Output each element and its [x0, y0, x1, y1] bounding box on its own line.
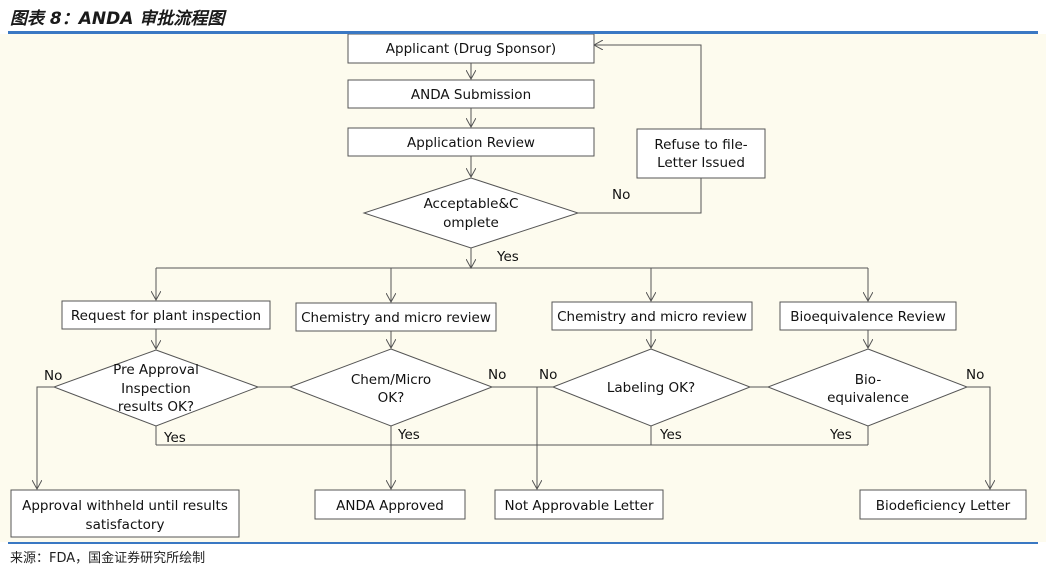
- box-applicant: [347, 34, 595, 64]
- edge-bio-no: [967, 386, 990, 489]
- text-review: Application Review: [407, 135, 535, 151]
- text-biodef: Biodeficiency Letter: [876, 498, 1011, 514]
- flowchart-canvas: Applicant (Drug Sponsor) ANDA Submission…: [0, 34, 1046, 542]
- text-acceptable-line2: omplete: [443, 215, 499, 231]
- connectors: [37, 45, 990, 489]
- box-submission: [347, 79, 595, 109]
- diamond-bioequivalence: [766, 348, 969, 427]
- text-chem2: Chemistry and micro review: [557, 309, 747, 325]
- box-not-approvable: [494, 489, 664, 520]
- text-approved: ANDA Approved: [336, 498, 444, 514]
- text-chemok-line1: Chem/Micro: [351, 372, 431, 388]
- text-bio-line2: equivalence: [827, 390, 909, 406]
- label-yes-bio: Yes: [829, 427, 852, 443]
- text-applicant: Applicant (Drug Sponsor): [386, 41, 556, 57]
- label-no-chem: No: [488, 367, 506, 383]
- box-review: [347, 127, 595, 157]
- text-chem1: Chemistry and micro review: [301, 310, 491, 326]
- text-bioeq: Bioequivalence Review: [790, 309, 946, 325]
- source-note: 来源：FDA，国金证券研究所绘制: [10, 551, 206, 566]
- text-refuse-line1: Refuse to file-: [654, 137, 747, 153]
- top-rule: [8, 31, 1038, 34]
- diamond-labeling: [551, 348, 752, 427]
- text-submission: ANDA Submission: [411, 87, 531, 103]
- text-pre-line1: Pre Approval: [113, 362, 199, 378]
- text-not-approvable: Not Approvable Letter: [504, 498, 653, 514]
- edge-acceptable-refuse: [578, 178, 702, 214]
- text-bio-line1: Bio-: [855, 372, 882, 388]
- box-chem2: [551, 301, 753, 331]
- flowchart-svg: Applicant (Drug Sponsor) ANDA Submission…: [10, 34, 1027, 538]
- text-withheld-line2: satisfactory: [86, 517, 165, 533]
- box-refuse: [636, 128, 766, 179]
- edge-refuse-applicant: [594, 45, 702, 129]
- text-refuse-line2: Letter Issued: [657, 155, 745, 171]
- box-biodef: [859, 489, 1027, 520]
- label-no-refuse: No: [612, 187, 630, 203]
- text-plant: Request for plant inspection: [71, 308, 261, 324]
- box-bioeq: [779, 301, 957, 331]
- box-chem1: [295, 302, 497, 332]
- label-no-pre: No: [44, 368, 62, 384]
- text-pre-line2: Inspection: [121, 381, 191, 397]
- box-plant: [61, 300, 271, 330]
- edge-chemok-no: [492, 386, 537, 489]
- bottom-rule: [8, 542, 1038, 544]
- text-labeling: Labeling OK?: [607, 380, 695, 396]
- label-yes-main: Yes: [496, 249, 519, 265]
- page-title: 图表 8：ANDA 审批流程图: [10, 9, 225, 29]
- box-approved: [314, 489, 466, 520]
- label-yes-pre: Yes: [163, 430, 186, 446]
- box-withheld: [10, 489, 240, 538]
- label-no-bio: No: [966, 367, 984, 383]
- label-no-label: No: [539, 367, 557, 383]
- text-withheld-line1: Approval withheld until results: [22, 498, 228, 514]
- label-yes-label: Yes: [659, 427, 682, 443]
- text-pre-line3: results OK?: [118, 399, 194, 415]
- diamond-chem-micro: [288, 348, 494, 427]
- text-chemok-line2: OK?: [378, 390, 405, 406]
- edge-pre-no: [37, 386, 54, 489]
- diamond-acceptable: [362, 177, 580, 249]
- text-acceptable-line1: Acceptable&C: [424, 196, 519, 212]
- label-yes-chem: Yes: [397, 427, 420, 443]
- diamond-pre-approval: [52, 349, 260, 427]
